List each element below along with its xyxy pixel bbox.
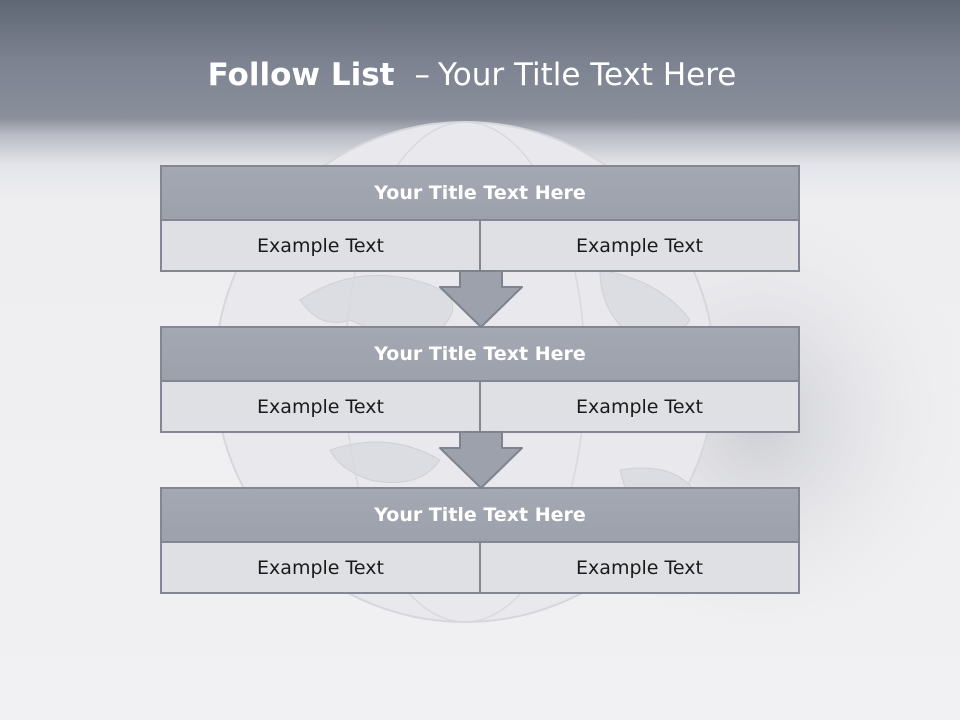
step-3-left-cell: Example Text (160, 543, 480, 594)
step-2-left-cell: Example Text (160, 382, 480, 433)
step-1-right-cell: Example Text (480, 221, 800, 272)
step-row-3: Example Text Example Text (160, 543, 800, 594)
title-bold: Follow List (207, 57, 395, 93)
step-3-right-cell: Example Text (480, 543, 800, 594)
step-row-2: Example Text Example Text (160, 382, 800, 433)
arrow-down-icon (439, 431, 523, 489)
step-block-1: Your Title Text Here Example Text Exampl… (160, 165, 800, 272)
step-2-right-cell: Example Text (480, 382, 800, 433)
step-title-2: Your Title Text Here (160, 326, 800, 382)
step-1-left-cell: Example Text (160, 221, 480, 272)
title-rest: Your Title Text Here (437, 57, 737, 93)
title-dash: – (414, 57, 430, 93)
step-title-3: Your Title Text Here (160, 487, 800, 543)
step-block-3: Your Title Text Here Example Text Exampl… (160, 487, 800, 594)
step-block-2: Your Title Text Here Example Text Exampl… (160, 326, 800, 433)
slide-title: Follow List–Your Title Text Here (0, 52, 944, 98)
arrow-down-icon (439, 270, 523, 328)
step-row-1: Example Text Example Text (160, 221, 800, 272)
step-title-1: Your Title Text Here (160, 165, 800, 221)
